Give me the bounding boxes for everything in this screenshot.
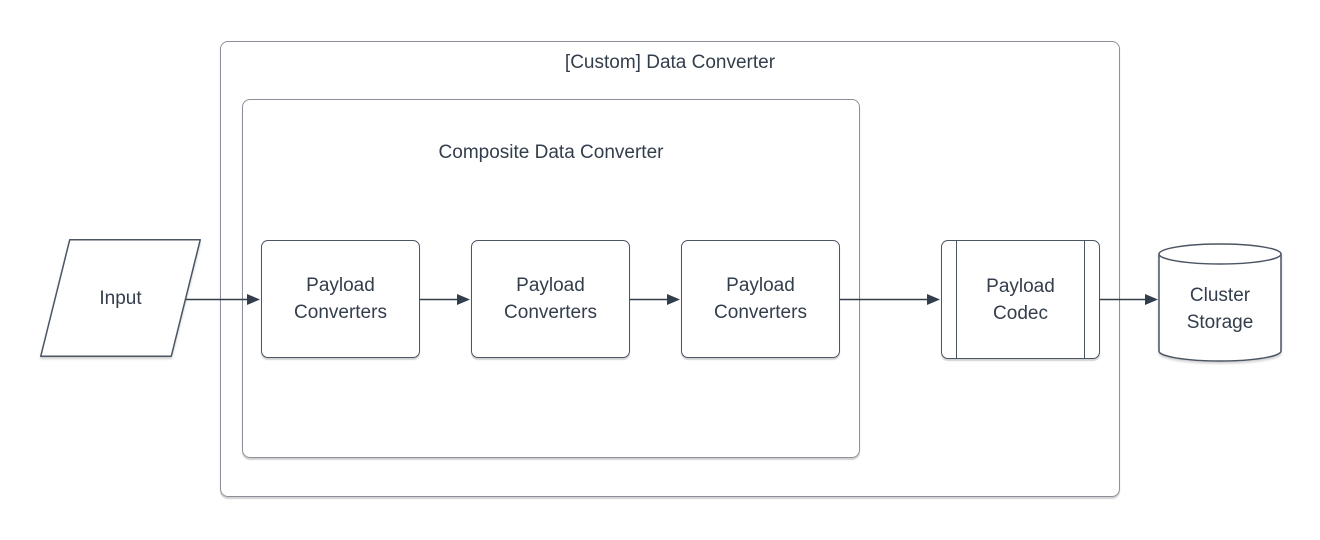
payload-codec-label: Payload Codec bbox=[986, 275, 1055, 324]
cluster-storage-node: Cluster Storage bbox=[1158, 243, 1282, 362]
custom-data-converter-title: [Custom] Data Converter bbox=[564, 52, 776, 73]
payload-converters-label-2: Payload Converters bbox=[504, 275, 597, 323]
payload-codec-node: Payload Codec bbox=[941, 240, 1100, 359]
input-node-label: Input bbox=[99, 287, 142, 309]
cluster-storage-label: Cluster Storage bbox=[1186, 285, 1254, 333]
payload-converters-node-1: Payload Converters bbox=[261, 240, 420, 358]
composite-data-converter-container: Composite Data Converter bbox=[242, 99, 860, 458]
custom-data-converter-container: [Custom] Data Converter bbox=[220, 41, 1120, 497]
cylinder-body bbox=[1158, 254, 1282, 362]
parallelogram-outline bbox=[40, 239, 201, 357]
subroutine-right-line bbox=[1084, 241, 1085, 358]
payload-converters-label-3: Payload Converters bbox=[714, 275, 807, 323]
payload-converters-node-2: Payload Converters bbox=[471, 240, 630, 358]
cylinder-shape bbox=[1158, 243, 1282, 362]
subroutine-left-line bbox=[956, 241, 957, 358]
parallelogram-shape bbox=[40, 239, 201, 357]
composite-data-converter-title: Composite Data Converter bbox=[438, 142, 664, 163]
payload-converters-label-1: Payload Converters bbox=[294, 275, 387, 323]
input-node: Input bbox=[40, 239, 201, 357]
cylinder-top bbox=[1158, 243, 1282, 265]
payload-converters-node-3: Payload Converters bbox=[681, 240, 840, 358]
